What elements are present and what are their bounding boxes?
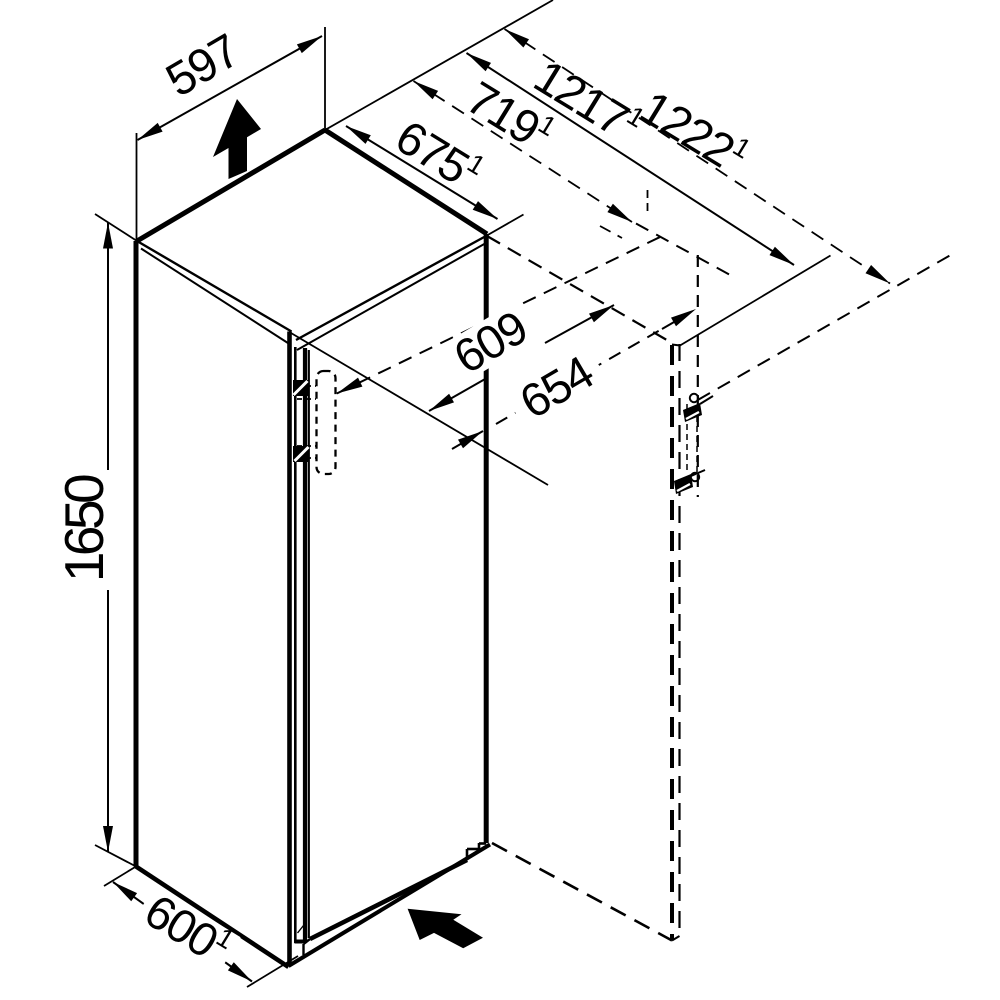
svg-text:1650: 1650 xyxy=(53,475,115,582)
